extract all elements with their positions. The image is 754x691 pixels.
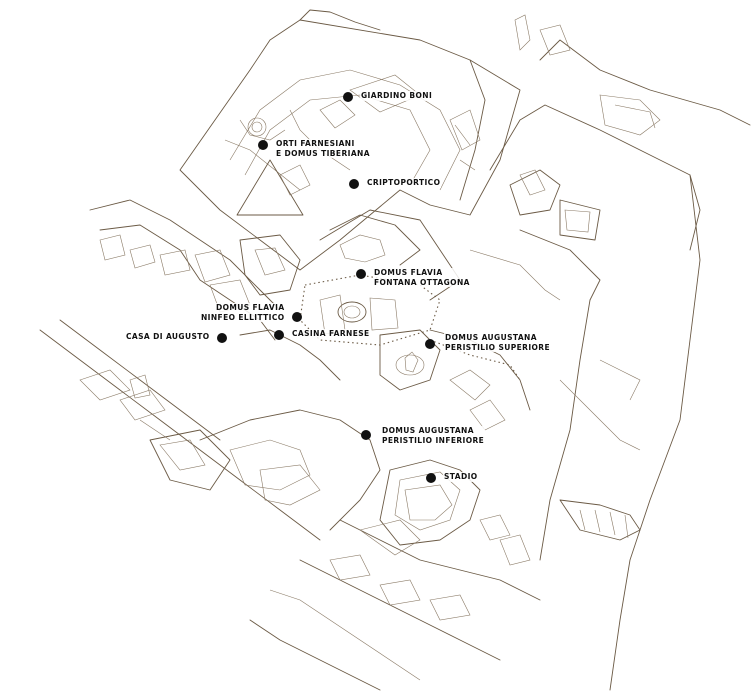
poi-domus-augustana-inferiore[interactable]: DOMUS AUGUSTANA PERISTILIO INFERIORE <box>361 426 486 445</box>
poi-marker-icon <box>343 92 353 102</box>
poi-label: CASINA FARNESE <box>291 329 371 339</box>
poi-marker-icon <box>258 140 268 150</box>
palace-outline <box>299 209 531 431</box>
poi-label: STADIO <box>443 472 479 482</box>
poi-stadio[interactable]: STADIO <box>426 472 479 483</box>
poi-label: DOMUS FLAVIA FONTANA OTTAGONA <box>373 268 471 287</box>
poi-marker-icon <box>349 179 359 189</box>
poi-domus-augustana-superiore[interactable]: DOMUS AUGUSTANA PERISTILIO SUPERIORE <box>425 333 552 352</box>
southwest-slope-outline <box>39 319 321 541</box>
poi-marker-icon <box>356 269 366 279</box>
poi-marker-icon <box>216 333 227 343</box>
stadium-outline <box>199 409 541 691</box>
poi-criptoportico[interactable]: CRIPTOPORTICO <box>349 178 442 189</box>
eastern-edge-outline <box>539 174 701 691</box>
poi-label: GIARDINO BONI <box>360 91 434 101</box>
poi-orti-farnesiani[interactable]: ORTI FARNESIANI E DOMUS TIBERIANA <box>258 139 371 158</box>
poi-label: CRIPTOPORTICO <box>366 178 442 188</box>
poi-casina-farnese[interactable]: CASINA FARNESE <box>274 329 371 340</box>
poi-domus-flavia-fontana[interactable]: DOMUS FLAVIA FONTANA OTTAGONA <box>356 268 471 287</box>
poi-label: DOMUS FLAVIA NINFEO ELLITTICO <box>200 303 286 322</box>
forum-edge-outline <box>469 14 751 301</box>
poi-marker-icon <box>426 473 436 483</box>
poi-marker-icon <box>361 430 371 440</box>
poi-marker-icon <box>425 339 435 349</box>
poi-domus-flavia-ninfeo[interactable]: DOMUS FLAVIA NINFEO ELLITTICO <box>200 303 302 322</box>
poi-label: ORTI FARNESIANI E DOMUS TIBERIANA <box>275 139 371 158</box>
poi-marker-icon <box>291 312 302 322</box>
poi-giardino-boni[interactable]: GIARDINO BONI <box>343 91 434 102</box>
poi-marker-icon <box>274 330 284 340</box>
poi-label: DOMUS AUGUSTANA PERISTILIO INFERIORE <box>381 426 486 445</box>
poi-label: CASA DI AUGUSTO <box>125 332 211 342</box>
poi-casa-di-augusto[interactable]: CASA DI AUGUSTO <box>125 332 227 343</box>
casa-di-augusto-outline <box>89 199 341 381</box>
poi-label: DOMUS AUGUSTANA PERISTILIO SUPERIORE <box>444 333 552 352</box>
